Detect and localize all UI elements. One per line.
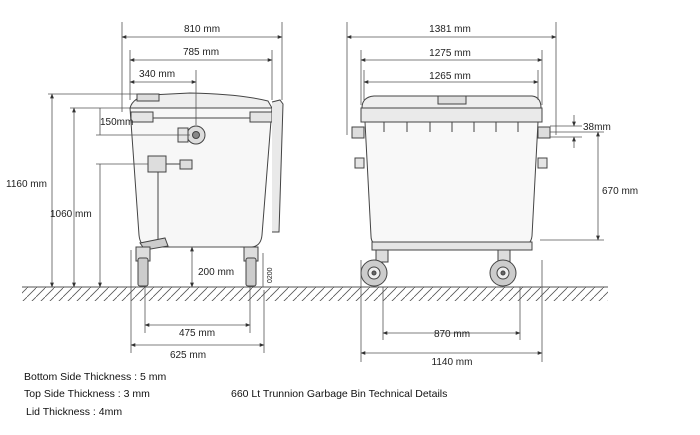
dim-front-base-width: 1140 mm [432, 357, 473, 368]
dim-side-lid-height: 150mm [100, 117, 133, 128]
dim-wheel-track-inner: 475 mm [179, 328, 215, 339]
front-trunnion-right [537, 126, 551, 139]
front-dimension-lines [346, 22, 604, 362]
dim-side-body-width: 785 mm [183, 47, 219, 58]
side-view [129, 92, 284, 287]
side-comb [147, 155, 167, 173]
dim-wheel-track-outer: 625 mm [170, 350, 206, 361]
dim-front-total-width: 1381 mm [429, 24, 471, 35]
side-wheel-left [135, 246, 151, 287]
side-dimension-lines [48, 22, 283, 353]
front-view [351, 95, 551, 287]
front-trunnion-left [351, 126, 365, 139]
front-lid-handle [437, 95, 467, 105]
dim-trunnion-height: 670 mm [602, 186, 638, 197]
note-bottom-thickness: Bottom Side Thickness : 5 mm [24, 371, 167, 383]
front-wheel-right [489, 249, 517, 287]
dim-pedal-height: 0200 [267, 267, 274, 283]
front-body [364, 121, 539, 247]
note-lid-thickness: Lid Thickness : 4mm [26, 406, 123, 418]
dim-trunnion-diameter: 38mm [583, 122, 611, 133]
note-top-thickness: Top Side Thickness : 3 mm [24, 388, 150, 400]
dim-side-top-width: 810 mm [184, 24, 220, 35]
dim-total-height: 1160 mm [6, 179, 47, 190]
dim-front-body-width: 1275 mm [429, 48, 471, 59]
caption: 660 Lt Trunnion Garbage Bin Technical De… [231, 388, 448, 400]
side-lid [129, 92, 273, 109]
dim-front-wheel-base: 870 mm [434, 329, 470, 340]
side-lid-handle [136, 93, 160, 102]
ground [22, 286, 608, 301]
dim-front-lid-width: 1265 mm [429, 71, 471, 82]
dim-side-lid-offset: 340 mm [139, 69, 175, 80]
dim-ground-clearance: 200 mm [198, 267, 234, 278]
side-wheel-right [243, 246, 259, 287]
front-wheel-left [360, 249, 389, 287]
dim-body-height: 1060 mm [50, 209, 92, 220]
